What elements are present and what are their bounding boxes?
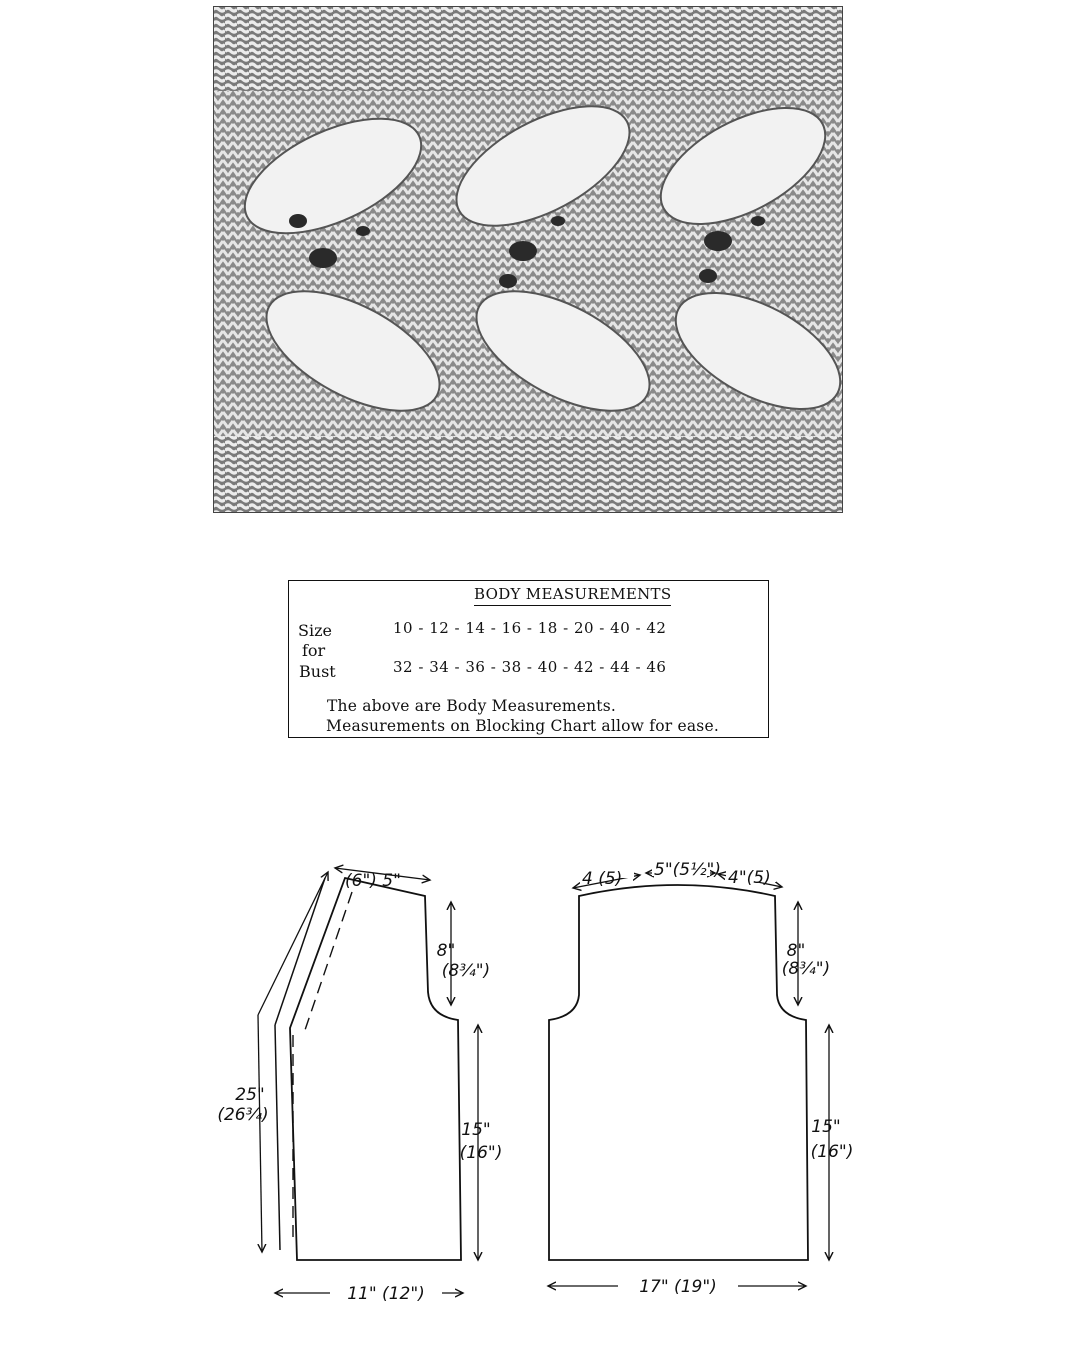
note-line-2: Measurements on Blocking Chart allow for… [326, 717, 719, 735]
front-armhole-label-b: (8¾") [442, 961, 490, 981]
measurements-title: BODY MEASUREMENTS [474, 585, 672, 606]
front-side-label-a: 15" [461, 1120, 490, 1140]
back-neck-label: 5"(5½") [654, 860, 721, 880]
knit-swatch-photo [213, 6, 843, 513]
front-shoulder-label: (6") 5" [345, 871, 401, 891]
front-armhole-label-a: 8" [437, 941, 456, 961]
front-length-label-a: 25" [235, 1085, 264, 1105]
back-piece [548, 873, 829, 1286]
note-line-1: The above are Body Measurements. [327, 697, 617, 715]
for-label: for [302, 641, 326, 660]
bust-label: Bust [299, 662, 336, 681]
size-label: Size [298, 621, 332, 640]
back-armhole-label-b: (8¾") [782, 959, 830, 979]
size-values: 10 - 12 - 14 - 16 - 18 - 20 - 40 - 42 [393, 619, 667, 637]
back-left-shoulder-label: 4 (5) [582, 869, 622, 889]
front-length-label-b: (26¾) [217, 1105, 268, 1125]
back-width-label: 17" (19") [639, 1277, 717, 1297]
bust-values: 32 - 34 - 36 - 38 - 40 - 42 - 44 - 46 [393, 658, 667, 676]
front-side-label-b: (16") [460, 1143, 503, 1163]
front-piece [258, 868, 478, 1293]
back-right-shoulder-label: 4"(5) [728, 868, 771, 888]
body-measurements-box: BODY MEASUREMENTS Size for Bust 10 - 12 … [288, 580, 769, 738]
front-width-label: 11" (12") [347, 1284, 425, 1304]
leaf-motifs [243, 105, 842, 412]
blocking-chart: (6") 5" 8" (8¾") 25" (26¾) 15" (16") 11"… [217, 860, 854, 1304]
back-armhole-label-a: 8" [787, 941, 806, 961]
back-side-label-a: 15" [811, 1117, 840, 1137]
back-side-label-b: (16") [811, 1142, 854, 1162]
